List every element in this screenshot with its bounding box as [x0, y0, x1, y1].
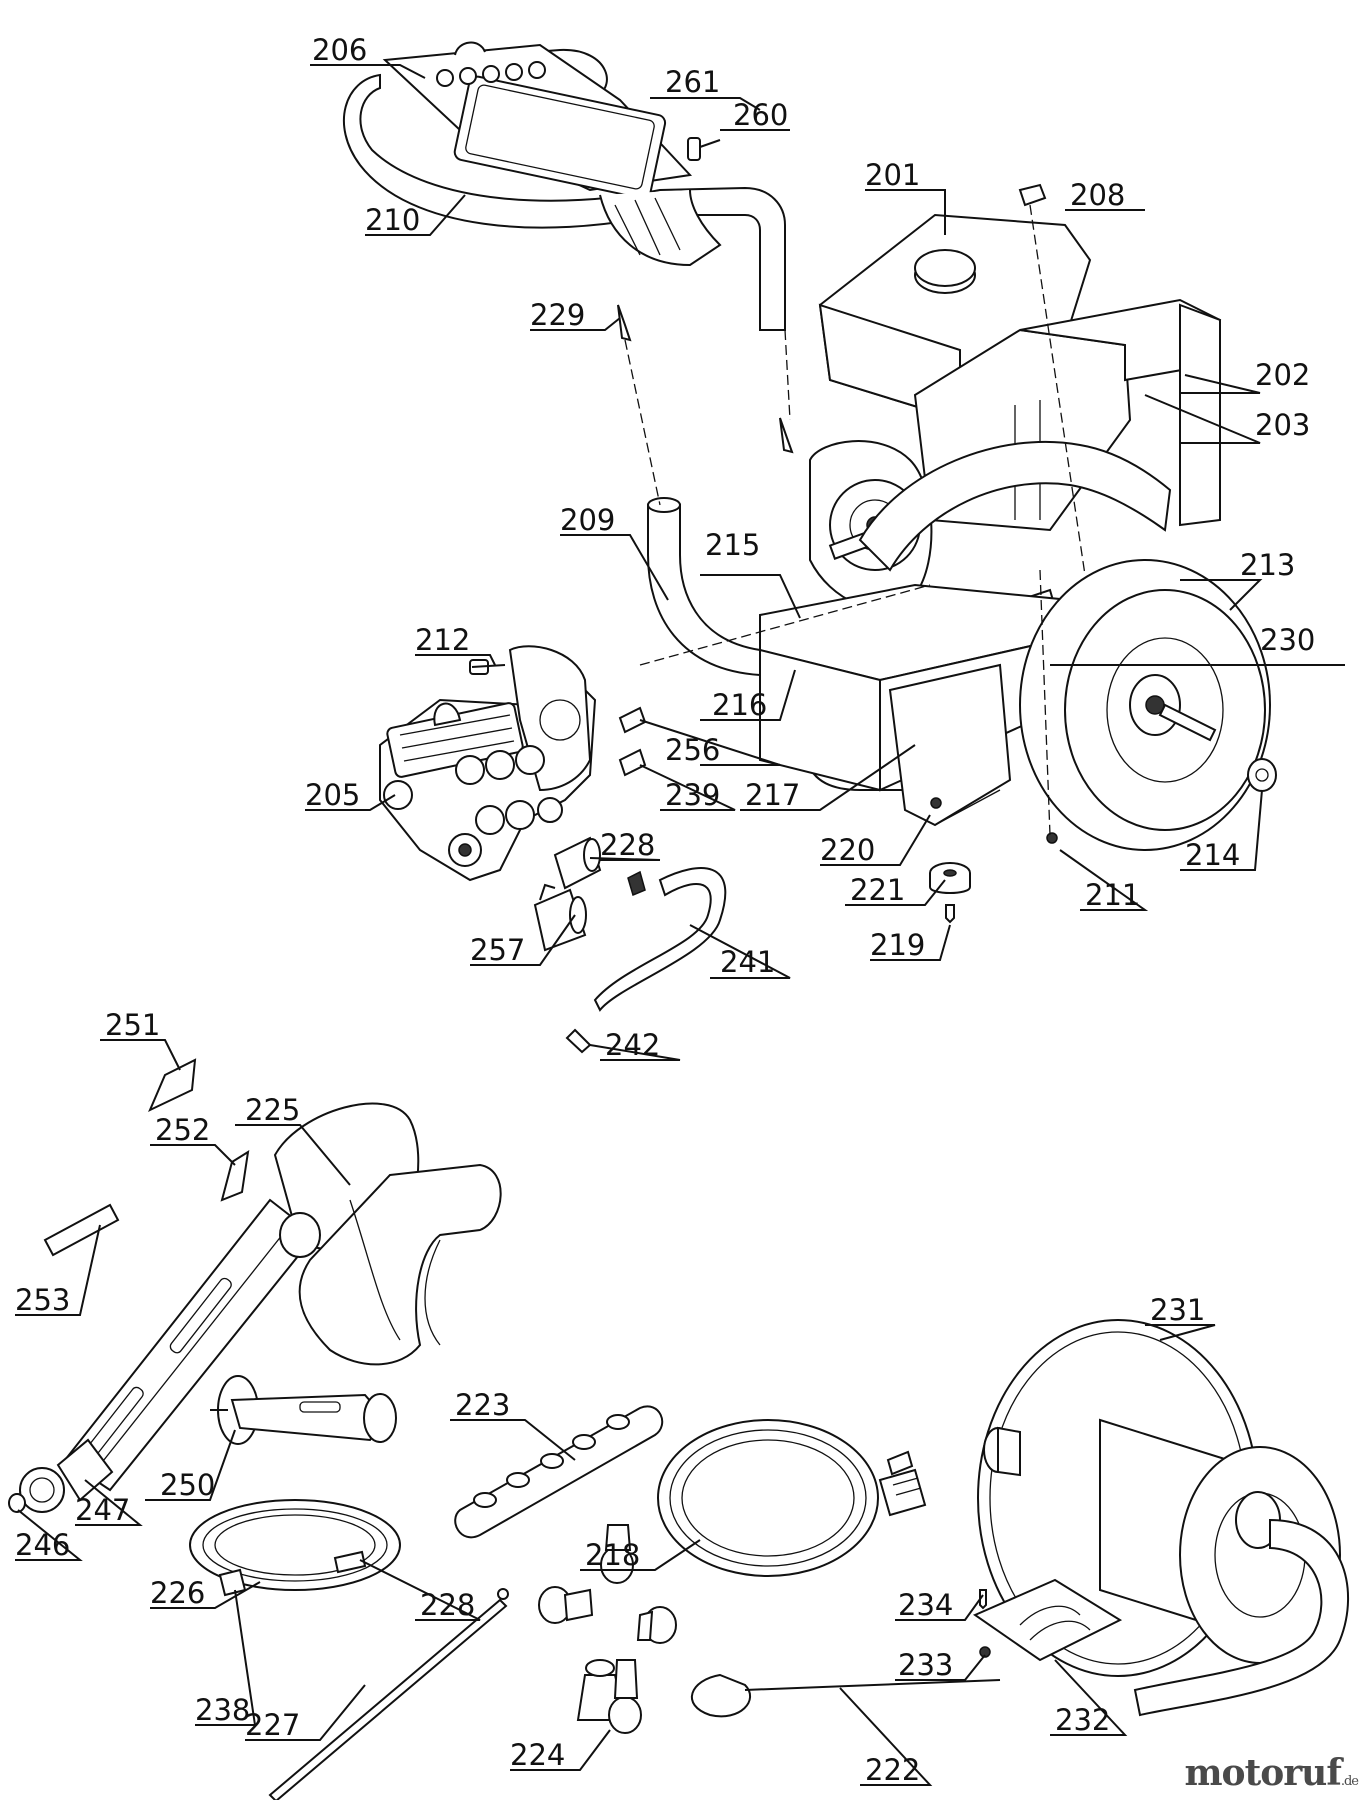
callout-231: 231 — [1150, 1293, 1205, 1327]
callout-238: 238 — [195, 1693, 250, 1727]
callout-242: 242 — [605, 1028, 660, 1062]
callout-216: 216 — [712, 688, 767, 722]
pump-fittings — [533, 706, 727, 1054]
callout-234: 234 — [898, 1588, 953, 1622]
callout-252: 252 — [155, 1113, 210, 1147]
decals — [43, 1058, 250, 1257]
callout-202: 202 — [1255, 358, 1310, 392]
callout-226: 226 — [150, 1576, 205, 1610]
callout-201: 201 — [865, 158, 920, 192]
watermark: motoruf.de — [1184, 1752, 1359, 1794]
callout-219: 219 — [870, 928, 925, 962]
callout-220: 220 — [820, 833, 875, 867]
callout-218: 218 — [585, 1538, 640, 1572]
callout-225: 225 — [245, 1093, 300, 1127]
callout-228-hose: 228 — [420, 1588, 475, 1622]
spray-gun — [8, 1102, 502, 1513]
callout-221: 221 — [850, 873, 905, 907]
base-plate — [759, 583, 1072, 827]
callout-209: 209 — [560, 503, 615, 537]
callout-250: 250 — [160, 1468, 215, 1502]
assembly-dash-lines — [624, 204, 1086, 836]
callout-222: 222 — [865, 1753, 920, 1787]
callout-253: 253 — [15, 1283, 70, 1317]
watermark-text: motoruf — [1184, 1752, 1341, 1794]
callout-228: 228 — [600, 828, 655, 862]
callout-261: 261 — [665, 65, 720, 99]
callout-203: 203 — [1255, 408, 1310, 442]
callout-214: 214 — [1185, 838, 1240, 872]
callout-251: 251 — [105, 1008, 160, 1042]
callout-256: 256 — [665, 733, 720, 767]
callout-230: 230 — [1260, 623, 1315, 657]
handle-assembly — [343, 41, 786, 331]
callout-223: 223 — [455, 1388, 510, 1422]
callout-leader-lines — [15, 64, 1345, 1786]
pump — [379, 645, 597, 882]
callout-247: 247 — [75, 1493, 130, 1527]
wheel — [1019, 559, 1277, 851]
callout-212: 212 — [415, 623, 470, 657]
callout-227: 227 — [245, 1708, 300, 1742]
hose-coil — [657, 1419, 927, 1577]
callout-208: 208 — [1070, 178, 1125, 212]
callout-233: 233 — [898, 1648, 953, 1682]
hose-reel — [690, 1319, 1350, 1718]
callout-215: 215 — [705, 528, 760, 562]
nozzles — [538, 1524, 677, 1734]
callout-213: 213 — [1240, 548, 1295, 582]
small-hardware — [617, 183, 1058, 924]
callout-217: 217 — [745, 778, 800, 812]
callout-224: 224 — [510, 1738, 565, 1772]
callout-206: 206 — [312, 33, 367, 67]
callout-210: 210 — [365, 203, 420, 237]
watermark-suffix: .de — [1340, 1774, 1359, 1789]
callout-257: 257 — [470, 933, 525, 967]
callout-211: 211 — [1085, 878, 1140, 912]
callout-260: 260 — [733, 98, 788, 132]
callout-232: 232 — [1055, 1703, 1110, 1737]
callout-labels: 206 261 260 210 201 208 229 202 203 209 … — [15, 33, 1315, 1787]
callout-241: 241 — [720, 945, 775, 979]
callout-205: 205 — [305, 778, 360, 812]
hose-and-wand — [189, 1499, 509, 1803]
bracket — [454, 1405, 664, 1539]
callout-229: 229 — [530, 298, 585, 332]
callout-246: 246 — [15, 1528, 70, 1562]
callout-239: 239 — [665, 778, 720, 812]
